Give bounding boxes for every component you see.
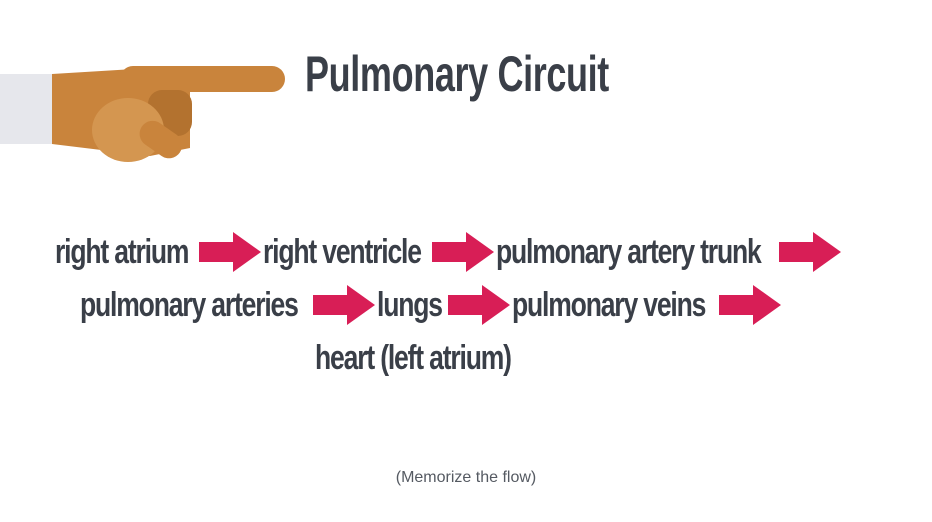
flow-row-1: right atrium right ventricle pulmonary a… — [55, 229, 843, 275]
right-arrow-icon — [717, 283, 783, 327]
flow-step-heart-left-atrium: heart (left atrium) — [315, 339, 512, 377]
flow-step-pulmonary-artery-trunk: pulmonary artery trunk — [496, 233, 762, 271]
flow-step-right-ventricle: right ventricle — [262, 233, 422, 271]
right-arrow-icon — [311, 283, 377, 327]
memorize-note: (Memorize the flow) — [395, 469, 537, 486]
flow-row-3: heart (left atrium) — [315, 335, 523, 381]
flow-step-pulmonary-veins: pulmonary veins — [512, 286, 706, 324]
flow-step-pulmonary-arteries: pulmonary arteries — [80, 286, 299, 324]
flow-step-lungs: lungs — [377, 286, 443, 324]
right-arrow-icon — [430, 230, 496, 274]
page-title: Pulmonary Circuit — [305, 46, 609, 102]
right-arrow-icon — [777, 230, 843, 274]
pointing-hand-icon — [0, 66, 285, 162]
flow-step-right-atrium: right atrium — [55, 233, 189, 271]
right-arrow-icon — [197, 230, 263, 274]
flow-row-2: pulmonary arteries lungs pulmonary veins — [80, 282, 783, 328]
right-arrow-icon — [446, 283, 512, 327]
